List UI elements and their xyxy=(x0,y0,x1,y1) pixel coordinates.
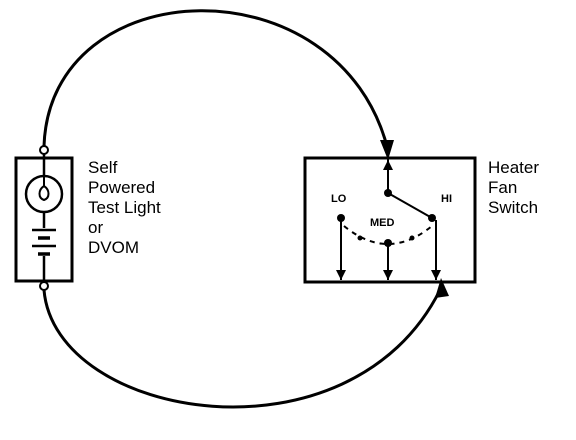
upper-test-lead xyxy=(42,9,390,152)
upper-lead-arrowhead xyxy=(380,140,394,160)
lo-contact xyxy=(337,214,345,222)
tester-label-line: Self xyxy=(88,158,118,177)
switch-label: Heater Fan Switch xyxy=(488,158,539,218)
common-contact xyxy=(384,189,392,197)
med-label: MED xyxy=(370,217,395,229)
hi-contact xyxy=(428,214,436,222)
tester-label-line: DVOM xyxy=(88,238,139,257)
hi-label: HI xyxy=(441,193,452,205)
tester-label-line: Powered xyxy=(88,178,156,197)
battery-icon xyxy=(32,228,56,256)
switch-box xyxy=(303,156,477,284)
switch-label-line: Fan xyxy=(488,178,518,197)
tester-label-line: or xyxy=(88,218,104,237)
switch-label-line: Switch xyxy=(488,198,539,217)
lo-label: LO xyxy=(331,193,347,205)
tester-label: Self Powered Test Light or DVOM xyxy=(88,158,161,258)
lower-test-lead xyxy=(42,288,442,409)
tester-label-line: Test Light xyxy=(88,198,161,217)
tester-bottom-terminal xyxy=(39,281,49,291)
lower-lead-arrowhead xyxy=(435,278,449,298)
switch-travel-arc xyxy=(343,225,433,245)
tester-top-terminal xyxy=(39,145,49,155)
med-contact xyxy=(384,239,392,247)
switch-label-line: Heater xyxy=(488,158,540,177)
